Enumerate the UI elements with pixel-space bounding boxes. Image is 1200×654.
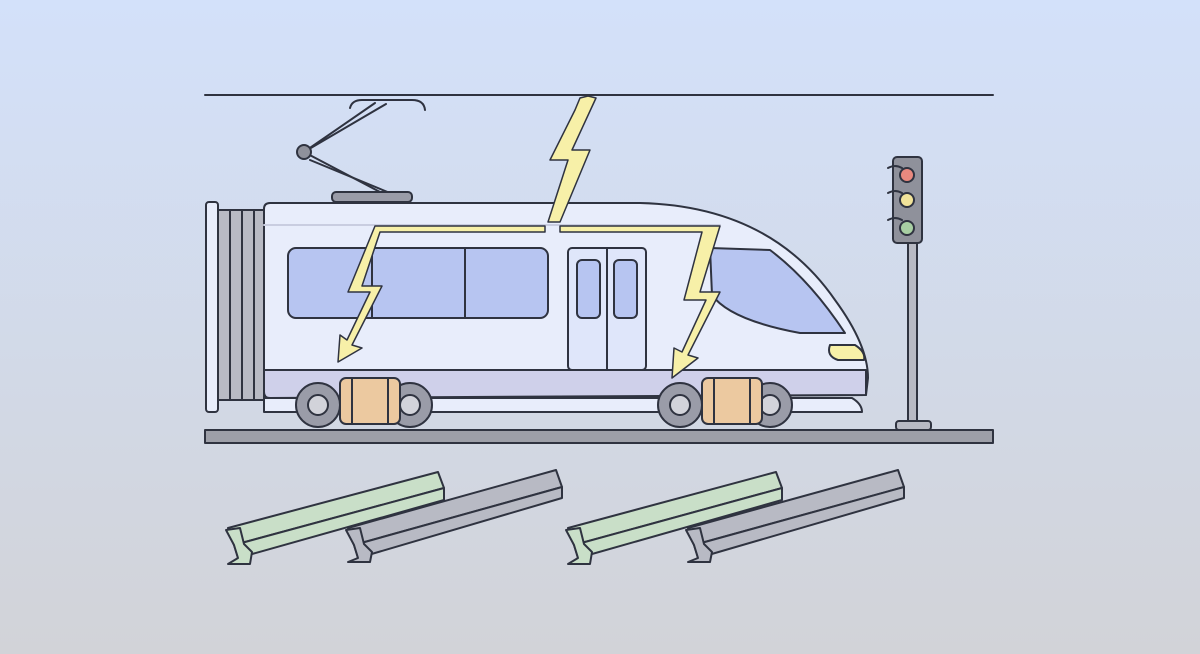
traction-motor — [339, 377, 401, 425]
track — [204, 429, 994, 444]
rail-pieces — [225, 469, 905, 565]
headlight — [828, 344, 866, 361]
pantograph — [296, 99, 426, 203]
train-door — [567, 247, 647, 371]
signal-green-light — [899, 220, 915, 236]
rail-gray-1 — [345, 469, 563, 563]
side-windows — [287, 247, 549, 319]
rail-gray-2 — [685, 469, 905, 563]
front-windscreen — [709, 247, 846, 334]
rail-green-2 — [565, 471, 783, 565]
traffic-signal — [887, 156, 932, 431]
gangway-connector — [205, 201, 265, 413]
bogie-rear — [295, 377, 433, 428]
rail-green-1 — [225, 471, 445, 565]
lightning-bolts — [337, 95, 721, 379]
traction-motor — [701, 377, 763, 425]
bogie-front — [657, 377, 793, 428]
signal-yellow-light — [899, 192, 915, 208]
signal-red-light — [899, 167, 915, 183]
